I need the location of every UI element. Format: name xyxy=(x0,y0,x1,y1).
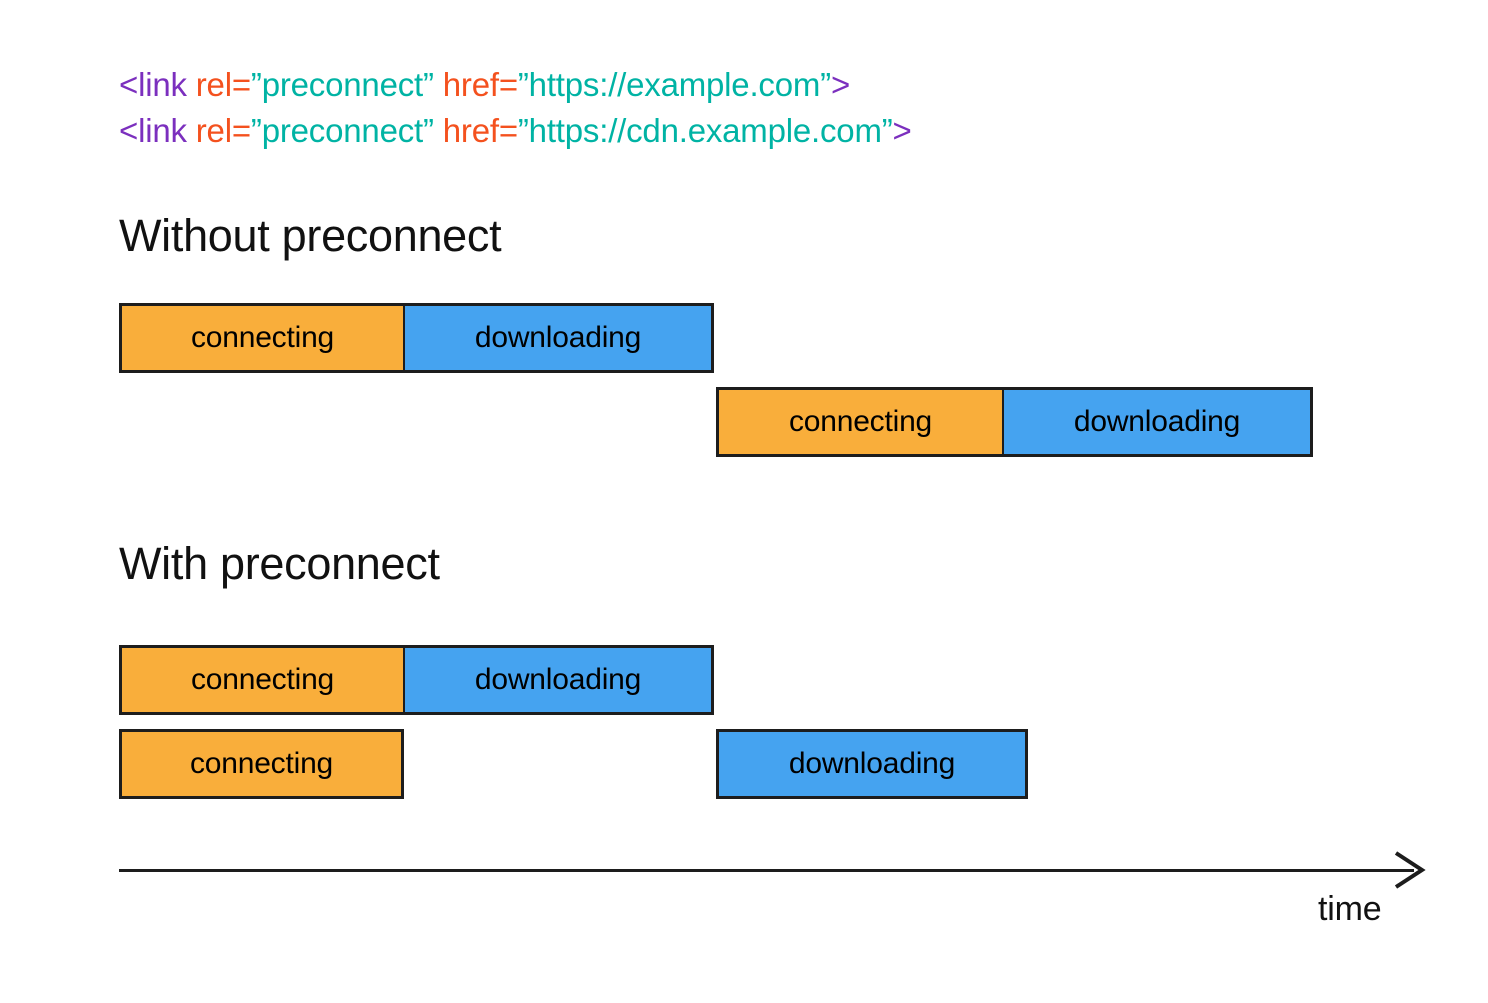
code-attr-rel: rel= xyxy=(186,112,251,149)
code-attr-href: href= xyxy=(433,112,518,149)
section-title-with-preconnect: With preconnect xyxy=(119,538,440,589)
timeline-bar-connecting-row1: connecting xyxy=(119,303,404,373)
section-title-without-preconnect: Without preconnect xyxy=(119,210,502,261)
code-tag-open: <link xyxy=(119,66,187,103)
code-value-href: ”https://example.com” xyxy=(517,66,831,103)
time-axis-line xyxy=(119,869,1414,872)
code-snippet: <link rel=”preconnect” href=”https://exa… xyxy=(119,62,912,154)
code-line-2: <link rel=”preconnect” href=”https://cdn… xyxy=(119,108,912,154)
timeline-bar-downloading-row1: downloading xyxy=(404,303,714,373)
code-tag-open: <link xyxy=(119,112,187,149)
timeline-bar-downloading-row2: downloading xyxy=(1003,387,1313,457)
code-value-href: ”https://cdn.example.com” xyxy=(517,112,893,149)
code-tag-close: > xyxy=(830,66,851,103)
code-value-rel: ”preconnect” xyxy=(250,112,434,149)
time-axis-label: time xyxy=(1318,890,1382,928)
code-tag-close: > xyxy=(892,112,912,149)
code-attr-rel: rel= xyxy=(186,66,251,103)
code-attr-href: href= xyxy=(433,66,518,103)
code-value-rel: ”preconnect” xyxy=(250,66,434,103)
arrow-right-icon xyxy=(1394,851,1426,889)
code-line-1: <link rel=”preconnect” href=”https://exa… xyxy=(119,62,912,108)
timeline-bar-connecting-row2: connecting xyxy=(716,387,1003,457)
timeline-bar-downloading-row4: downloading xyxy=(716,729,1028,799)
timeline-bar-connecting-row4: connecting xyxy=(119,729,404,799)
timeline-bar-connecting-row3: connecting xyxy=(119,645,404,715)
timeline-bar-downloading-row3: downloading xyxy=(404,645,714,715)
